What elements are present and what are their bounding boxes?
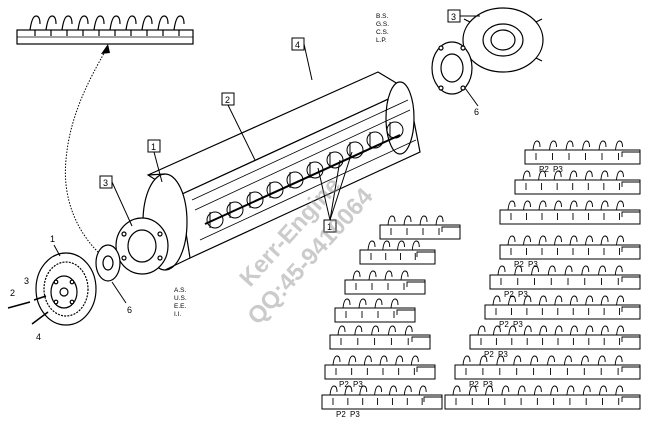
label-ee: E.E.	[174, 303, 186, 310]
rack-label-p2: P2	[499, 320, 509, 329]
rack-16: P2 P3	[321, 385, 443, 419]
label-ii: I.I.	[174, 311, 181, 318]
front-seal	[95, 244, 121, 282]
side-labels-bottom-left: A.S. U.S. E.E. I.I.	[174, 287, 187, 318]
callout-3-right: 3	[451, 12, 456, 22]
callout-4: 4	[295, 40, 300, 50]
callout-bolt-4: 4	[36, 332, 41, 342]
label-us: U.S.	[174, 295, 187, 302]
rack-label-p3: P3	[498, 350, 508, 359]
rack-10	[334, 298, 416, 323]
rack-11: P2 P3	[469, 325, 641, 359]
detail-rack-top-left	[16, 15, 194, 45]
rack-label-p2: P2	[504, 290, 514, 299]
callout-6-right: 6	[474, 107, 479, 117]
rack-label-p3: P3	[528, 260, 538, 269]
rack-label-p3: P3	[518, 290, 528, 299]
rack-14: P2 P3	[324, 355, 436, 389]
label-lp: L.P.	[376, 37, 387, 44]
rack-label-p2: P2	[336, 410, 346, 419]
rack-4	[379, 215, 461, 240]
front-housing	[115, 217, 169, 275]
label-cs: C.S.	[376, 29, 389, 36]
rack-label-p2: P2	[339, 380, 349, 389]
flywheel	[35, 252, 97, 326]
callout-2: 2	[225, 95, 230, 105]
rack-2	[514, 170, 641, 195]
rack-9: P2 P3	[484, 295, 641, 329]
rack-15	[444, 385, 641, 410]
callout-6-left: 6	[127, 305, 132, 315]
callouts: 1 2 4 3 6 1 3 6 1 2 3 4	[10, 9, 480, 342]
rack-label-p2: P2	[469, 380, 479, 389]
callout-3-left: 3	[103, 178, 108, 188]
rack-label-p3: P3	[483, 380, 493, 389]
rack-label-p3: P3	[350, 410, 360, 419]
callout-bolt-3: 3	[24, 276, 29, 286]
bolts	[7, 295, 49, 325]
rack-label-p2: P2	[484, 350, 494, 359]
callout-1-bottom: 1	[327, 222, 332, 232]
rear-housing	[462, 7, 544, 73]
label-as: A.S.	[174, 287, 186, 294]
rack-7: P2 P3	[489, 265, 641, 299]
rack-label-p3: P3	[553, 165, 563, 174]
detail-leader-arrow	[64, 44, 110, 253]
rack-label-p2: P2	[539, 165, 549, 174]
callout-bolt-2: 2	[10, 288, 15, 298]
rack-12	[329, 325, 431, 350]
callout-1-top: 1	[151, 142, 156, 152]
label-bs: B.S.	[376, 13, 388, 20]
callout-flywheel: 1	[50, 234, 55, 244]
rear-seal	[431, 41, 473, 95]
label-gs: G.S.	[376, 21, 389, 28]
rack-label-p2: P2	[514, 260, 524, 269]
rack-5: P2 P3	[499, 235, 641, 269]
side-labels-top-right: B.S. G.S. C.S. L.P.	[376, 13, 389, 44]
rack-label-p3: P3	[353, 380, 363, 389]
rack-13: P2 P3	[454, 355, 641, 389]
crankshaft	[204, 121, 404, 229]
rack-1: P2 P3	[524, 140, 641, 174]
rack-3	[499, 200, 641, 225]
rack-6	[359, 240, 436, 265]
rack-8	[344, 270, 426, 295]
rack-label-p3: P3	[513, 320, 523, 329]
